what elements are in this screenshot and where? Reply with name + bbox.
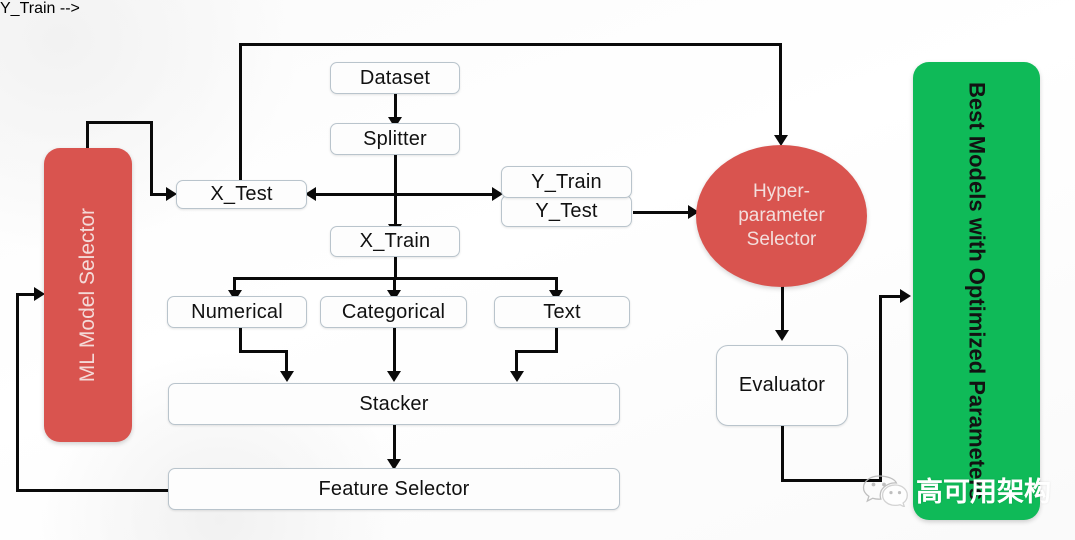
- hps-line-2: parameter: [738, 204, 825, 226]
- node-best-models-label: Best Models with Optimized Parameters: [964, 81, 990, 501]
- arrowhead-y-train-left: [492, 187, 503, 201]
- edge-evaluator-to-best: [879, 295, 907, 298]
- node-categorical[interactable]: Categorical: [320, 296, 467, 328]
- node-evaluator[interactable]: Evaluator: [716, 345, 848, 426]
- arrowhead-splitter: [388, 117, 402, 128]
- node-best-models[interactable]: Best Models with Optimized Parameters: [913, 62, 1040, 520]
- arrowhead-hps-left: [688, 205, 699, 219]
- edge-into-hps: [779, 43, 782, 138]
- arrowhead-mms-left: [34, 287, 45, 301]
- edge-text-left: [515, 350, 558, 353]
- edge-xtest-up: [239, 43, 242, 182]
- edge-categorical-stacker: [393, 328, 396, 374]
- arrowhead-categorical: [387, 290, 401, 301]
- arrowhead-hps-top: [774, 135, 788, 146]
- node-hyperparameter-selector-label: Hyper- parameter Selector: [738, 180, 825, 253]
- edge-ytest-hps: [633, 211, 694, 214]
- edge-numerical-down: [239, 328, 242, 352]
- edge-mms-to-xtest: [150, 193, 172, 196]
- edge-branch-numerical: [233, 277, 236, 293]
- node-x-train[interactable]: X_Train: [330, 226, 460, 257]
- wechat-icon: [862, 473, 908, 507]
- node-x-test[interactable]: X_Test: [176, 180, 307, 209]
- edge-numerical-into-stacker: [285, 350, 288, 374]
- arrowhead-numerical: [228, 290, 242, 301]
- arrowhead-feature-selector: [387, 459, 401, 470]
- edge-mms-up: [86, 121, 89, 150]
- edge-bus-horizontal: [308, 193, 500, 196]
- node-numerical[interactable]: Numerical: [167, 296, 307, 328]
- node-stacker[interactable]: Stacker: [168, 383, 620, 425]
- hps-line-3: Selector: [746, 229, 817, 251]
- node-ml-model-selector-label: ML Model Selector: [76, 207, 99, 383]
- edge-text-into-stacker: [515, 350, 518, 374]
- node-y-train[interactable]: Y_Train: [501, 166, 632, 198]
- node-text[interactable]: Text: [494, 296, 630, 328]
- edge-feature-up: [16, 293, 19, 492]
- edge-evaluator-down: [781, 426, 784, 482]
- edge-evaluator-up: [879, 295, 882, 482]
- node-splitter[interactable]: Splitter: [330, 123, 460, 155]
- edge-text-down: [555, 328, 558, 352]
- arrowhead-stacker-mid: [387, 371, 401, 382]
- node-y-test[interactable]: Y_Test: [501, 195, 632, 227]
- arrowhead-evaluator: [775, 330, 789, 341]
- edge-splitter-trunk: [394, 155, 397, 227]
- node-ml-model-selector[interactable]: ML Model Selector: [44, 148, 132, 442]
- edge-hps-evaluator: [781, 286, 784, 333]
- edge-feature-left: [16, 489, 171, 492]
- arrowhead-stacker-left: [280, 371, 294, 382]
- edge-mms-down: [150, 121, 153, 194]
- edge-dataset-splitter: [394, 93, 397, 120]
- edge-branch-text: [555, 277, 558, 293]
- arrowhead-x-test-left: [166, 187, 177, 201]
- edge-xtrain-down: [394, 257, 397, 278]
- edge-numerical-right: [239, 350, 288, 353]
- arrowhead-text: [549, 290, 563, 301]
- node-dataset[interactable]: Dataset: [330, 62, 460, 94]
- edge-evaluator-right: [781, 479, 882, 482]
- arrowhead-x-test-right: [305, 187, 316, 201]
- node-hyperparameter-selector[interactable]: Hyper- parameter Selector: [696, 145, 867, 287]
- edge-feature-to-mms: [16, 293, 42, 296]
- edge-branch-categorical: [393, 277, 396, 293]
- hps-line-1: Hyper-: [752, 180, 810, 202]
- arrowhead-stacker-right: [510, 371, 524, 382]
- edge-xtest-top-right: [239, 43, 782, 46]
- edge-stacker-feature: [393, 425, 396, 462]
- node-feature-selector[interactable]: Feature Selector: [168, 468, 620, 510]
- arrowhead-best-models: [900, 289, 911, 303]
- edge-mms-right: [86, 121, 153, 124]
